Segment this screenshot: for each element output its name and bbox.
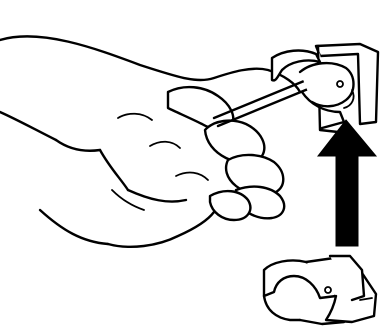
hand-icon [0,36,300,246]
up-arrow-icon [318,120,376,246]
clip-loose-icon [264,256,376,324]
